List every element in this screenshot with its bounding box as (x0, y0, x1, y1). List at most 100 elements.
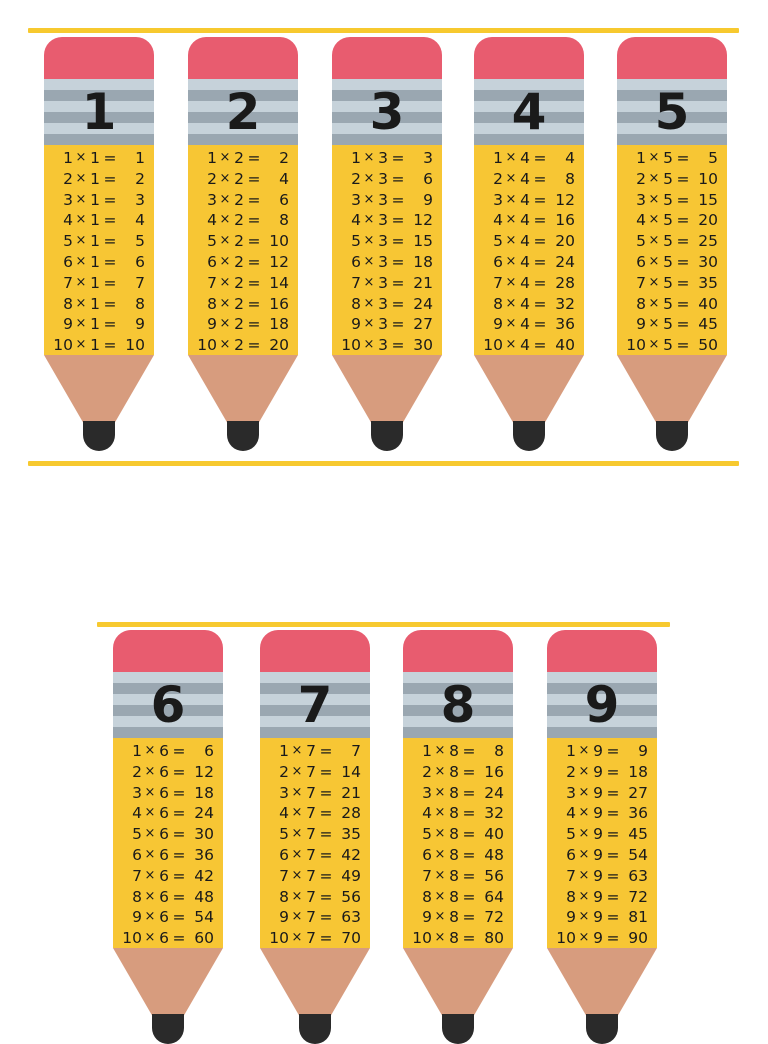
equals-sign: = (319, 825, 333, 844)
product: 45 (628, 825, 648, 844)
times-sign: × (648, 253, 660, 269)
table-row: 10×1=10 (44, 335, 154, 356)
times-sign: × (291, 930, 303, 946)
product: 36 (555, 315, 575, 334)
times-sign: × (291, 888, 303, 904)
multiplicand: 5 (636, 232, 646, 251)
table-row: 10×7=70 (260, 928, 370, 949)
top-rule-row2 (97, 622, 670, 627)
pencil-ferrule: 8 (403, 672, 513, 738)
product: 24 (555, 252, 575, 271)
product: 12 (413, 211, 433, 230)
multiplicand: 10 (626, 336, 646, 355)
equals-sign: = (103, 149, 117, 167)
equals-sign: = (391, 294, 405, 313)
table-row: 10×2=20 (188, 335, 298, 356)
table-row: 4×4=16 (474, 210, 584, 231)
multiplier: 6 (159, 887, 169, 906)
equals-sign: = (606, 804, 620, 823)
equals-sign: = (533, 149, 547, 167)
product: 14 (341, 762, 361, 781)
multiplicand: 1 (422, 742, 432, 760)
multiplier: 6 (159, 845, 169, 864)
equals-sign: = (462, 887, 476, 906)
times-sign: × (144, 867, 156, 883)
product: 8 (135, 294, 145, 313)
equals-sign: = (606, 887, 620, 906)
multiplier: 6 (159, 742, 169, 760)
multiplier: 2 (234, 149, 244, 167)
multiplier: 3 (378, 252, 388, 271)
equals-sign: = (533, 169, 547, 188)
multiplicand: 2 (422, 762, 432, 781)
product: 30 (194, 825, 214, 844)
product: 5 (135, 232, 145, 251)
multiplicand: 5 (566, 825, 576, 844)
equals-sign: = (172, 783, 186, 802)
table-number: 9 (584, 676, 620, 734)
product: 24 (484, 783, 504, 802)
times-sign: × (505, 170, 517, 186)
multiplier: 5 (663, 211, 673, 230)
table-row: 2×3=6 (332, 169, 442, 190)
times-sign: × (505, 337, 517, 353)
multiplicand: 7 (132, 866, 142, 885)
table-row: 4×2=8 (188, 210, 298, 231)
product: 20 (555, 232, 575, 251)
product: 7 (351, 742, 361, 760)
table-number: 8 (440, 676, 476, 734)
equals-sign: = (319, 762, 333, 781)
equals-sign: = (606, 929, 620, 948)
multiplicand: 7 (636, 273, 646, 292)
table-row: 5×2=10 (188, 231, 298, 252)
multiplier: 7 (306, 908, 316, 927)
equals-sign: = (247, 232, 261, 251)
times-sign: × (144, 888, 156, 904)
table-number: 3 (369, 83, 405, 141)
multiplier: 2 (234, 336, 244, 355)
times-sign: × (219, 274, 231, 290)
multiplier: 5 (663, 315, 673, 334)
times-sign: × (291, 826, 303, 842)
times-sign: × (291, 867, 303, 883)
equals-sign: = (103, 315, 117, 334)
equals-sign: = (172, 825, 186, 844)
multiplicand: 6 (566, 845, 576, 864)
multiplicand: 1 (493, 149, 503, 167)
table-row: 1×4=4 (474, 148, 584, 169)
product: 10 (698, 169, 718, 188)
multiplicand: 6 (63, 252, 73, 271)
product: 20 (269, 336, 289, 355)
multiplier: 9 (593, 783, 603, 802)
table-row: 9×3=27 (332, 314, 442, 335)
times-sign: × (219, 170, 231, 186)
product: 1 (135, 149, 145, 167)
multiplier: 9 (593, 908, 603, 927)
times-sign: × (75, 253, 87, 269)
multiplier: 5 (663, 252, 673, 271)
table-row: 10×4=40 (474, 335, 584, 356)
multiplier: 8 (449, 804, 459, 823)
times-sign: × (434, 867, 446, 883)
product: 64 (484, 887, 504, 906)
product: 45 (698, 315, 718, 334)
multiplicand: 7 (351, 273, 361, 292)
equals-sign: = (247, 315, 261, 334)
multiplier: 4 (520, 336, 530, 355)
multiplicand: 10 (412, 929, 432, 948)
multiplicand: 2 (636, 169, 646, 188)
multiplier: 9 (593, 866, 603, 885)
equals-sign: = (676, 190, 690, 209)
times-sign: × (75, 337, 87, 353)
equals-sign: = (676, 211, 690, 230)
table-row: 4×8=32 (403, 803, 513, 824)
multiplier: 9 (593, 804, 603, 823)
table-row: 9×8=72 (403, 907, 513, 928)
table-row: 3×1=3 (44, 190, 154, 211)
multiplier: 8 (449, 908, 459, 927)
